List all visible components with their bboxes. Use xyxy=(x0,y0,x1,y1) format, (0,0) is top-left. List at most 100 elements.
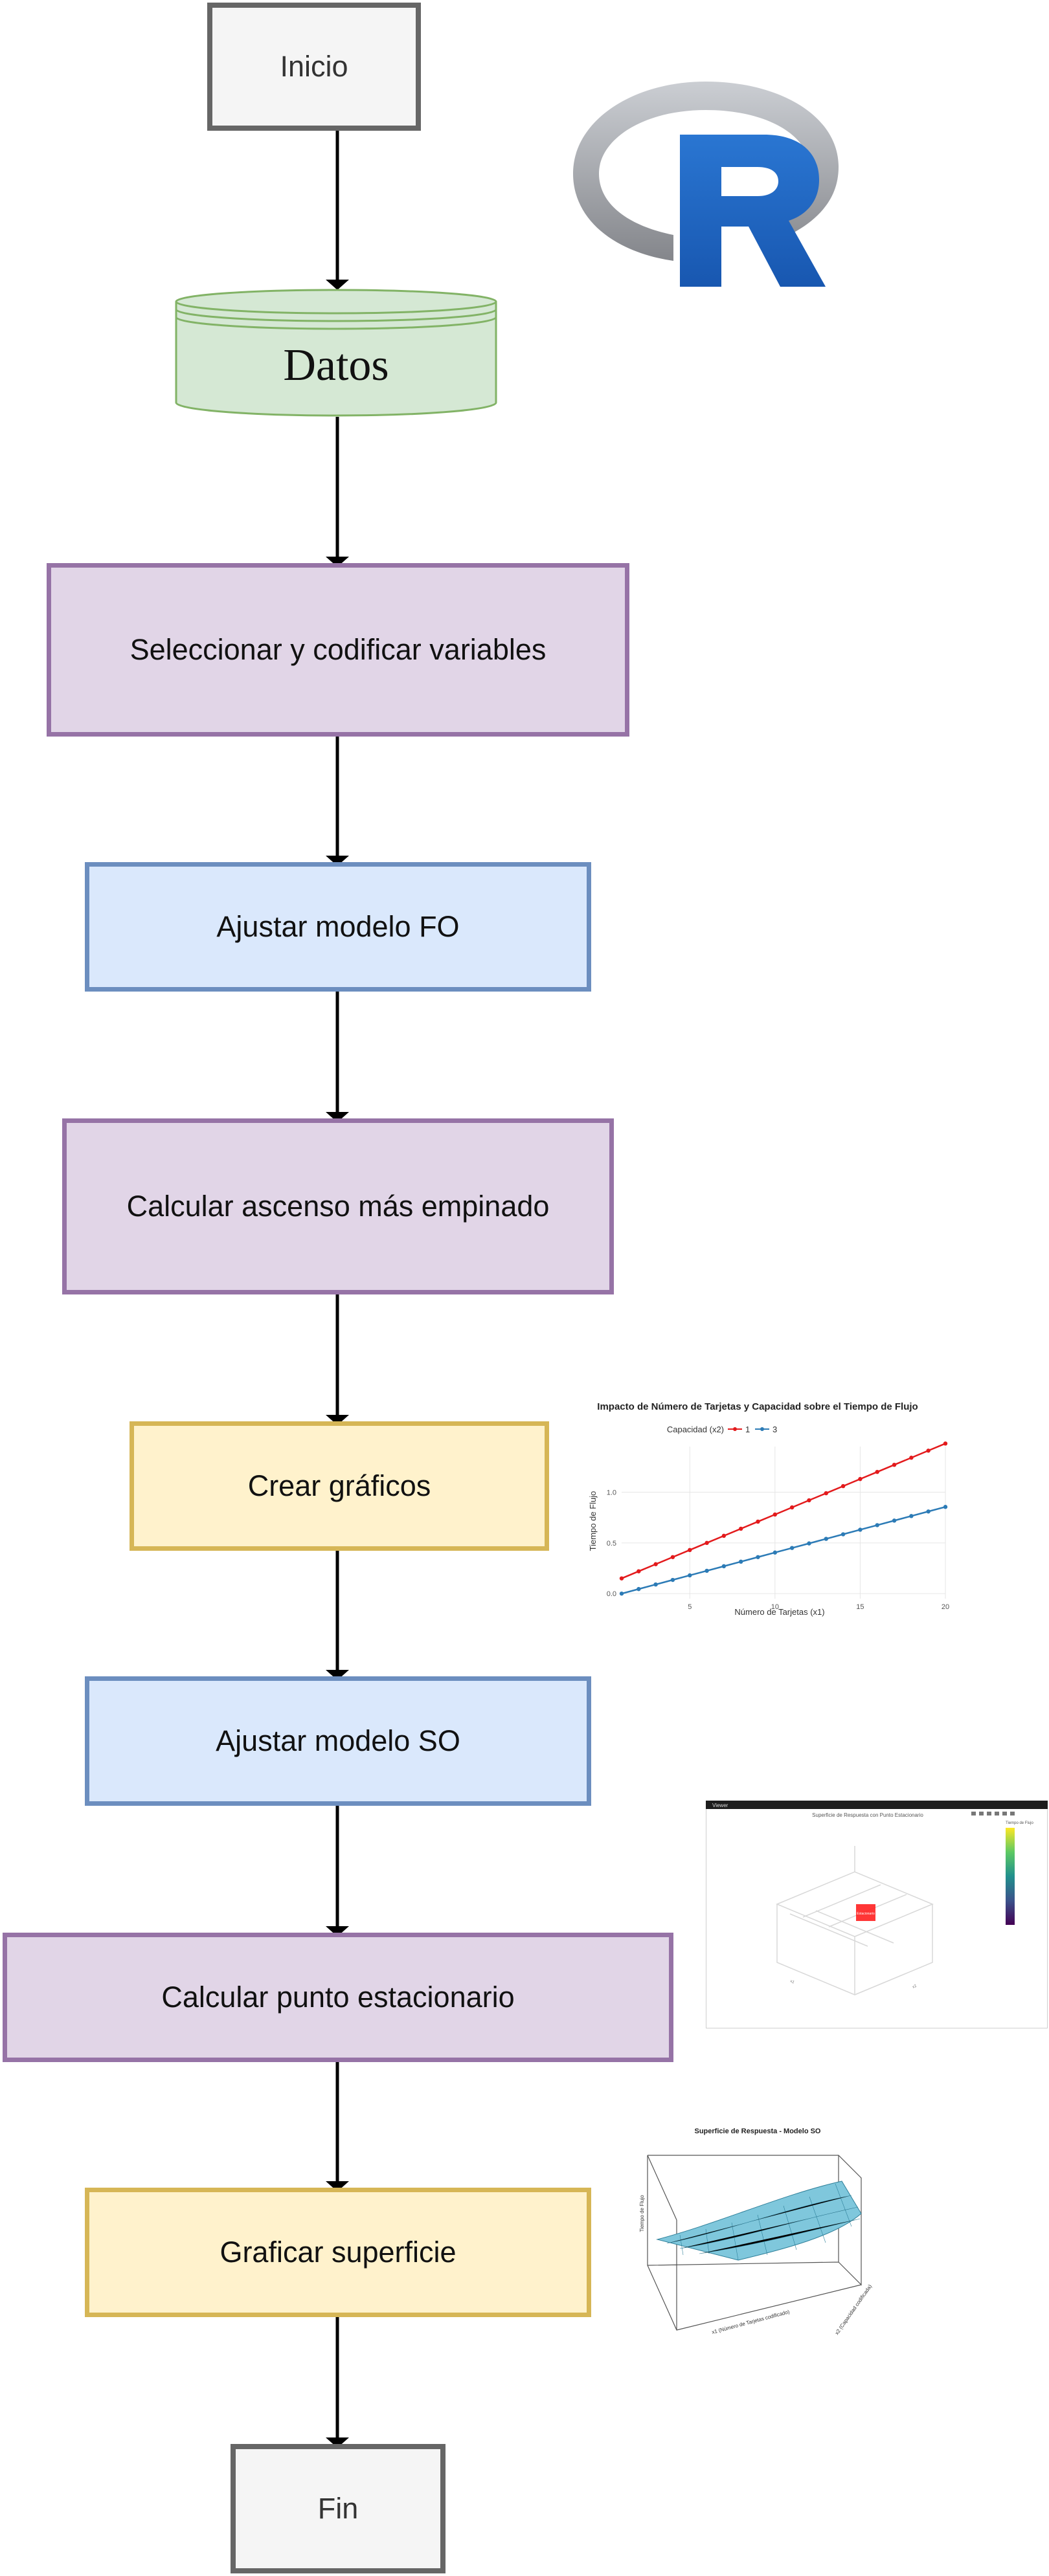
surface-z-label: Tiempo de Flujo xyxy=(639,2195,645,2232)
series-point-3 xyxy=(756,1555,760,1559)
series-point-1 xyxy=(756,1519,760,1524)
x-tick-label: 15 xyxy=(856,1603,864,1611)
steepest-ascent-step: Calcular ascenso más empinado xyxy=(62,1118,614,1294)
series-point-3 xyxy=(807,1541,811,1546)
series-point-1 xyxy=(619,1576,624,1581)
series-point-3 xyxy=(943,1505,948,1509)
y-tick-label: 1.0 xyxy=(607,1489,616,1497)
arrowhead xyxy=(326,280,349,290)
x-tick-label: 10 xyxy=(771,1603,779,1611)
viewer-window-title: Viewer xyxy=(712,1803,728,1808)
series-point-1 xyxy=(824,1491,828,1496)
line-chart-thumbnail: Impacto de Número de Tarjetas y Capacida… xyxy=(583,1392,958,1631)
series-point-3 xyxy=(619,1591,624,1596)
colorbar xyxy=(1006,1828,1015,1925)
series-line-3 xyxy=(621,1506,946,1595)
series-point-1 xyxy=(670,1555,675,1559)
stationary-point-marker: Estacionario xyxy=(856,1904,875,1921)
fit-fo-model-step: Ajustar modelo FO xyxy=(85,862,591,992)
series-point-1 xyxy=(637,1569,641,1573)
viewer-plot-title: Superficie de Respuesta con Punto Estaci… xyxy=(812,1812,923,1818)
viewer-3d-thumbnail: Viewer Superficie de Respuesta con Punto… xyxy=(706,1801,1048,2028)
legend-label-1: 1 xyxy=(745,1425,750,1434)
series-point-3 xyxy=(824,1537,828,1541)
surface-box xyxy=(647,2155,862,2331)
arrowhead xyxy=(326,557,349,567)
create-plots-step: Crear gráficos xyxy=(130,1421,549,1551)
fit-so-model-label: Ajustar modelo SO xyxy=(216,1724,460,1757)
series-point-3 xyxy=(875,1523,879,1527)
chart-title: Impacto de Número de Tarjetas y Capacida… xyxy=(597,1401,918,1412)
series-point-1 xyxy=(789,1505,795,1510)
series-point-3 xyxy=(637,1586,641,1592)
end-label: Fin xyxy=(317,2492,359,2525)
series-point-3 xyxy=(892,1518,897,1523)
chart-series xyxy=(619,1441,948,1596)
select-variables-label: Seleccionar y codificar variables xyxy=(130,633,547,666)
y-tick-label: 0.5 xyxy=(607,1540,616,1548)
y-axis-label: Tiempo de Flujo xyxy=(588,1491,598,1551)
legend-marker-1 xyxy=(733,1427,737,1431)
r-logo xyxy=(573,82,839,287)
svg-text:x2: x2 xyxy=(912,1984,918,1989)
series-point-1 xyxy=(773,1512,778,1517)
series-point-3 xyxy=(926,1509,931,1514)
fit-so-model-step: Ajustar modelo SO xyxy=(85,1676,591,1806)
series-point-3 xyxy=(688,1573,692,1578)
viewer-toolbar-icons xyxy=(971,1812,1015,1815)
series-point-1 xyxy=(909,1456,914,1460)
arrowhead xyxy=(326,1415,349,1425)
series-point-1 xyxy=(705,1540,709,1546)
series-point-1 xyxy=(892,1463,897,1467)
legend-label-3: 3 xyxy=(773,1425,777,1434)
series-point-3 xyxy=(670,1577,675,1582)
viewer-titlebar xyxy=(706,1801,1048,1809)
series-point-1 xyxy=(840,1483,846,1489)
end-node: Fin xyxy=(231,2444,446,2573)
data-store-label: Datos xyxy=(283,340,389,390)
legend-title: Capacidad (x2) xyxy=(667,1425,724,1434)
series-line-1 xyxy=(621,1443,946,1579)
plot-surface-step: Graficar superficie xyxy=(85,2188,591,2317)
series-point-3 xyxy=(705,1568,709,1573)
arrowhead xyxy=(326,2181,349,2192)
arrowhead xyxy=(326,1112,349,1122)
x-tick-label: 5 xyxy=(688,1603,692,1611)
series-point-1 xyxy=(858,1476,863,1482)
fit-fo-model-label: Ajustar modelo FO xyxy=(216,910,460,943)
surface-mesh xyxy=(656,2181,862,2261)
arrowhead xyxy=(326,1670,349,1680)
svg-text:Estacionario: Estacionario xyxy=(857,1912,875,1916)
surface-grid-lines xyxy=(666,2183,861,2261)
arrowhead xyxy=(326,856,349,866)
stationary-point-label: Calcular punto estacionario xyxy=(161,1981,515,2014)
series-point-3 xyxy=(739,1559,743,1564)
series-point-1 xyxy=(926,1449,931,1453)
series-point-1 xyxy=(739,1526,743,1531)
start-node: Inicio xyxy=(207,3,421,131)
series-point-3 xyxy=(840,1532,846,1537)
surface-title: Superficie de Respuesta - Modelo SO xyxy=(695,2127,821,2135)
colorbar-title: Tiempo de Flujo xyxy=(1006,1821,1033,1825)
select-variables-step: Seleccionar y codificar variables xyxy=(47,563,629,737)
arrowhead xyxy=(326,1926,349,1937)
chart-grid xyxy=(622,1447,946,1599)
series-point-1 xyxy=(943,1441,948,1446)
stationary-point-step: Calcular punto estacionario xyxy=(3,1933,673,2062)
series-point-3 xyxy=(858,1527,863,1532)
create-plots-label: Crear gráficos xyxy=(247,1469,431,1502)
legend-marker-3 xyxy=(760,1427,764,1431)
start-label: Inicio xyxy=(280,50,348,83)
series-point-3 xyxy=(773,1550,778,1555)
plot-surface-label: Graficar superficie xyxy=(220,2236,457,2269)
viewer-3d-axes xyxy=(776,1846,934,1995)
series-point-1 xyxy=(653,1562,658,1566)
series-point-1 xyxy=(721,1533,727,1538)
series-point-1 xyxy=(807,1498,811,1503)
series-point-3 xyxy=(909,1514,914,1518)
steepest-ascent-label: Calcular ascenso más empinado xyxy=(126,1190,550,1223)
data-store-cylinder xyxy=(175,289,497,417)
svg-text:x1: x1 xyxy=(789,1979,795,1984)
